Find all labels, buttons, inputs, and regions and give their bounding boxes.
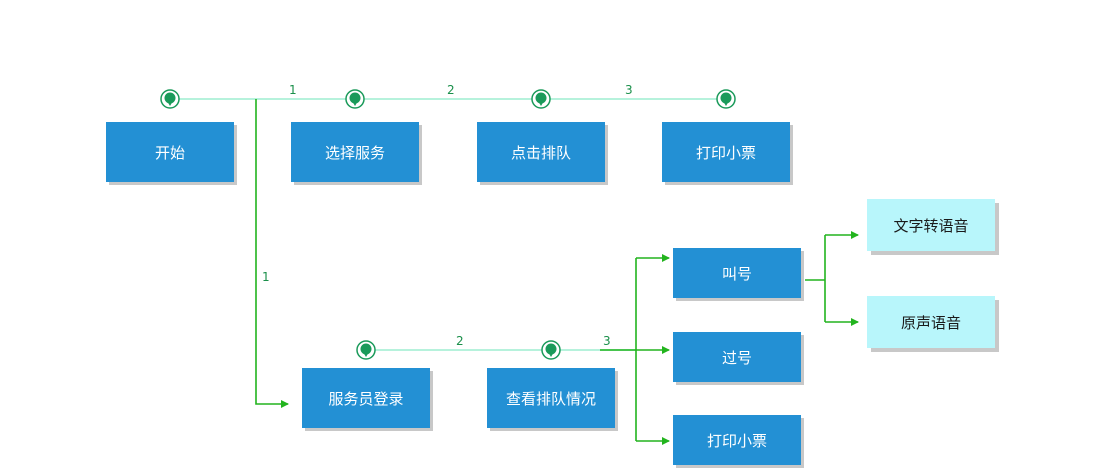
top-marker-3 (531, 89, 551, 109)
view-queue-box[interactable]: 查看排队情况 (487, 368, 615, 428)
top-marker-4 (716, 89, 736, 109)
top-marker-1 (160, 89, 180, 109)
start-box[interactable]: 开始 (106, 122, 234, 182)
top-marker-2 (345, 89, 365, 109)
bottom-step-3-label: 3 (603, 334, 611, 348)
print-ticket-bottom-box[interactable]: 打印小票 (673, 415, 801, 465)
print-ticket-box[interactable]: 打印小票 (662, 122, 790, 182)
bottom-marker-2 (541, 340, 561, 360)
top-step-3-label: 3 (625, 83, 633, 97)
bottom-step-2-label: 2 (456, 334, 464, 348)
select-service-box[interactable]: 选择服务 (291, 122, 419, 182)
original-voice-box[interactable]: 原声语音 (867, 296, 995, 348)
call-number-box[interactable]: 叫号 (673, 248, 801, 298)
top-step-1-label: 1 (289, 83, 297, 97)
click-queue-box[interactable]: 点击排队 (477, 122, 605, 182)
branch-to-login-connector (255, 99, 289, 408)
branch-step-label: 1 (262, 270, 270, 284)
top-step-2-label: 2 (447, 83, 455, 97)
text-to-speech-box[interactable]: 文字转语音 (867, 199, 995, 251)
skip-number-box[interactable]: 过号 (673, 332, 801, 382)
staff-login-box[interactable]: 服务员登录 (302, 368, 430, 428)
bottom-marker-1 (356, 340, 376, 360)
